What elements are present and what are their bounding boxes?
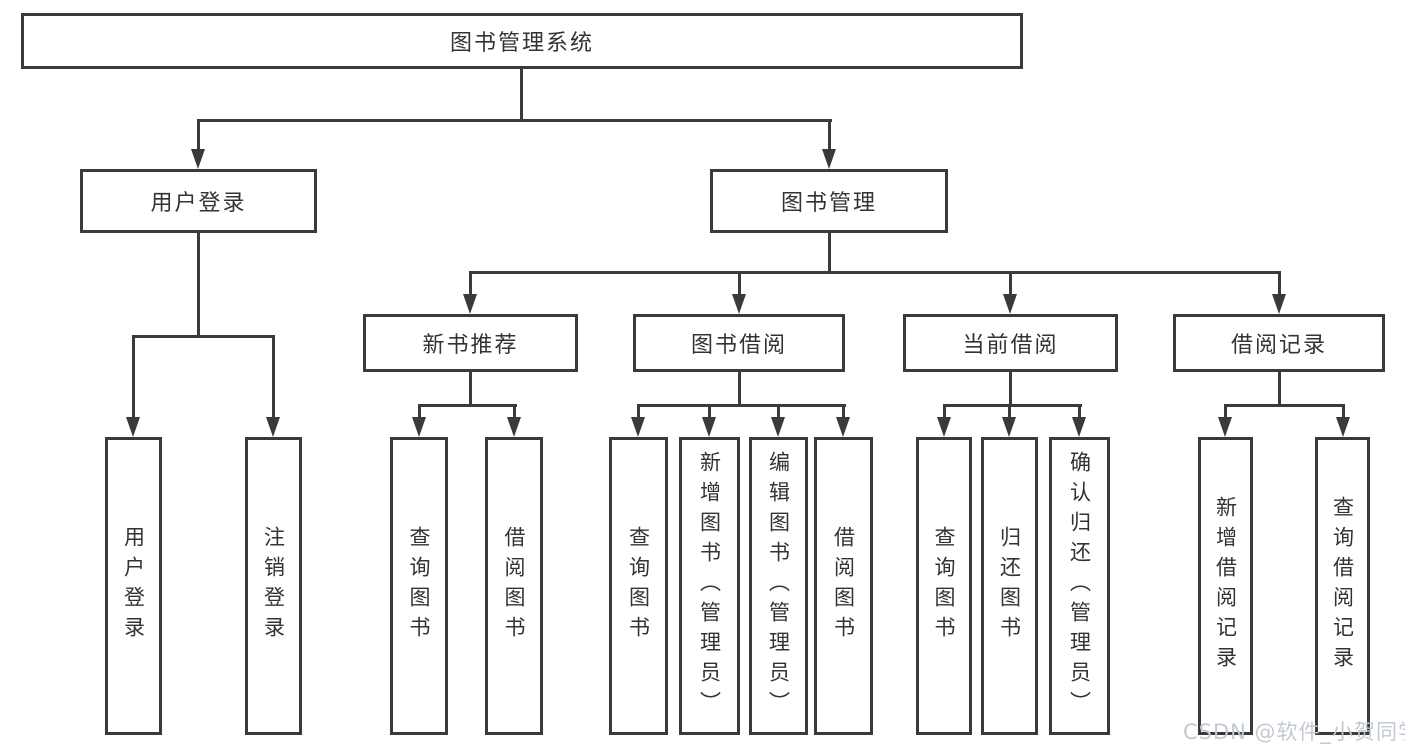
connector-line (469, 271, 1281, 274)
connector-line (197, 233, 200, 336)
leaf-logout: 注销登录 (245, 437, 302, 735)
connector-line (777, 404, 780, 417)
node-user-login: 用户登录 (80, 169, 317, 233)
node-library-management-system: 图书管理系统 (21, 13, 1023, 69)
leaf-confirm-return-admin: 确认归还（管理员） (1049, 437, 1110, 735)
arrow-down-icon (732, 294, 746, 314)
connector-line (132, 335, 135, 417)
connector-line (738, 372, 741, 405)
connector-line (272, 335, 275, 417)
leaf-edit-books-admin: 编辑图书（管理员） (749, 437, 808, 735)
connector-line (1009, 372, 1012, 405)
connector-line (197, 119, 832, 122)
node-borrowing-records: 借阅记录 (1173, 314, 1385, 372)
arrow-down-icon (463, 294, 477, 314)
leaf-borrow-books-recommend: 借阅图书 (485, 437, 543, 735)
arrow-down-icon (1072, 417, 1086, 437)
connector-line (418, 404, 421, 417)
node-current-borrowing: 当前借阅 (903, 314, 1118, 372)
connector-line (943, 404, 1082, 407)
csdn-watermark: CSDN @软件_小贺同学 (1183, 720, 1405, 744)
arrow-down-icon (126, 417, 140, 437)
connector-line (738, 271, 741, 294)
connector-line (469, 372, 472, 405)
connector-line (1342, 404, 1345, 417)
connector-line (1008, 404, 1011, 417)
arrow-down-icon (266, 417, 280, 437)
leaf-add-borrow-record: 新增借阅记录 (1198, 437, 1253, 735)
connector-line (637, 404, 846, 407)
arrow-down-icon (1272, 294, 1286, 314)
arrow-down-icon (1003, 294, 1017, 314)
arrow-down-icon (822, 149, 836, 169)
connector-line (828, 119, 831, 150)
connector-line (418, 404, 517, 407)
arrow-down-icon (702, 417, 716, 437)
arrow-down-icon (1002, 417, 1016, 437)
node-book-borrowing: 图书借阅 (633, 314, 845, 372)
arrow-down-icon (1218, 417, 1232, 437)
leaf-borrow-books: 借阅图书 (814, 437, 873, 735)
connector-line (132, 335, 274, 338)
connector-line (1278, 271, 1281, 294)
leaf-return-books: 归还图书 (981, 437, 1038, 735)
connector-line (469, 271, 472, 294)
connector-line (520, 69, 523, 120)
leaf-query-books-borrowing: 查询图书 (609, 437, 668, 735)
connector-line (637, 404, 640, 417)
connector-line (1224, 404, 1227, 417)
connector-line (1224, 404, 1345, 407)
connector-line (1078, 404, 1081, 417)
connector-line (708, 404, 711, 417)
arrow-down-icon (412, 417, 426, 437)
arrow-down-icon (836, 417, 850, 437)
connector-line (1009, 271, 1012, 294)
arrow-down-icon (191, 149, 205, 169)
node-new-book-recommendation: 新书推荐 (363, 314, 578, 372)
leaf-query-books-current: 查询图书 (916, 437, 972, 735)
connector-line (943, 404, 946, 417)
leaf-user-login: 用户登录 (105, 437, 162, 735)
arrow-down-icon (1336, 417, 1350, 437)
node-book-management: 图书管理 (710, 169, 948, 233)
leaf-query-borrow-record: 查询借阅记录 (1315, 437, 1370, 735)
arrow-down-icon (771, 417, 785, 437)
leaf-add-books-admin: 新增图书（管理员） (679, 437, 740, 735)
connector-line (197, 119, 200, 150)
arrow-down-icon (631, 417, 645, 437)
connector-line (828, 233, 831, 272)
arrow-down-icon (937, 417, 951, 437)
connector-line (842, 404, 845, 417)
arrow-down-icon (507, 417, 521, 437)
connector-line (1278, 372, 1281, 405)
connector-line (513, 404, 516, 417)
leaf-query-books-recommend: 查询图书 (390, 437, 448, 735)
